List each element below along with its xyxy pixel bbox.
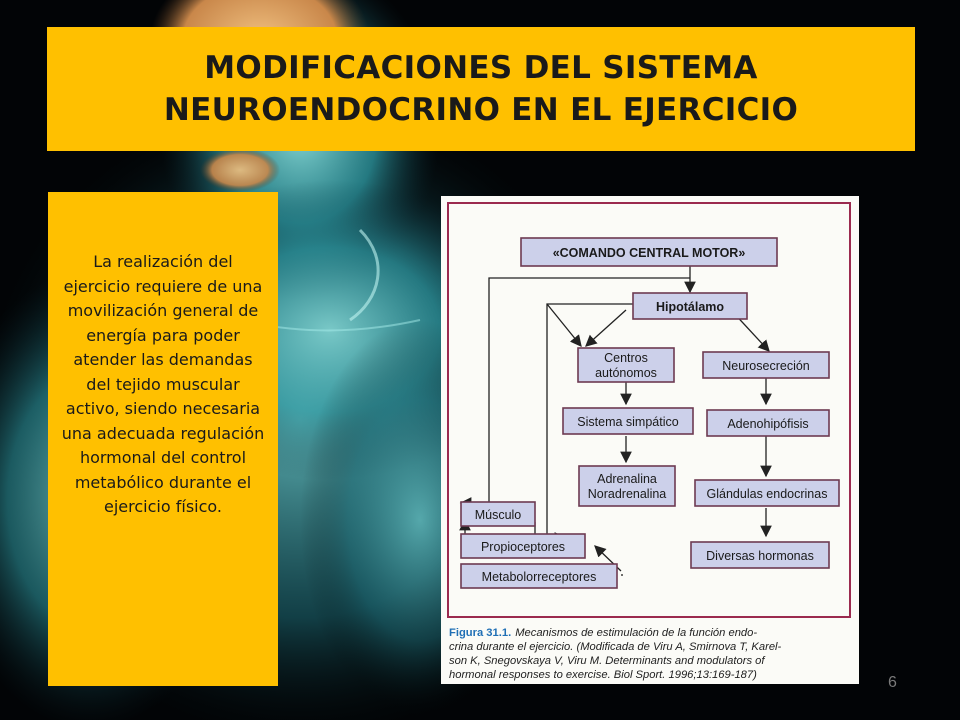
figure-panel: «COMANDO CENTRAL MOTOR» Hipotálamo Centr… [441,196,859,684]
node-glandulas-endocrinas: Glándulas endocrinas [694,479,840,507]
node-sistema-simpatico: Sistema simpático [562,407,694,435]
title-line-1: MODIFICACIONES DEL SISTEMA [204,50,758,86]
figure-frame [447,202,851,618]
figure-caption: Figura 31.1.Mecanismos de estimulación d… [449,626,853,682]
description-panel: La realización del ejercicio requiere de… [48,192,278,686]
node-neurosecrecion: Neurosecreción [702,351,830,379]
caption-line-4: hormonal responses to exercise. Biol Spo… [449,669,757,681]
node-adenohipofisis: Adenohipófisis [706,409,830,437]
caption-line-2: crina durante el ejercicio. (Modificada … [449,641,782,653]
caption-line-3: son K, Snegovskaya V, Viru M. Determinan… [449,655,765,667]
svg-text:Sistema simpático: Sistema simpático [577,415,678,429]
svg-text:Diversas hormonas: Diversas hormonas [706,549,814,563]
flow-diagram: «COMANDO CENTRAL MOTOR» Hipotálamo Centr… [459,237,840,589]
svg-text:Metabolorreceptores: Metabolorreceptores [482,570,597,584]
node-comando: «COMANDO CENTRAL MOTOR» [520,237,778,267]
page-number: 6 [888,674,897,691]
svg-text:«COMANDO CENTRAL MOTOR»: «COMANDO CENTRAL MOTOR» [553,246,746,260]
description-text: La realización del ejercicio requiere de… [61,252,265,516]
node-diversas-hormonas: Diversas hormonas [690,541,830,569]
svg-text:Adenohipófisis: Adenohipófisis [727,417,808,431]
svg-text:Centros: Centros [604,351,648,365]
svg-text:Adrenalina: Adrenalina [597,472,657,486]
title-banner: MODIFICACIONES DEL SISTEMA NEUROENDOCRIN… [47,27,915,151]
caption-label: Figura 31.1. [449,627,512,639]
svg-text:Neurosecreción: Neurosecreción [722,359,810,373]
svg-text:autónomos: autónomos [595,366,657,380]
svg-text:Propioceptores: Propioceptores [481,540,565,554]
svg-text:Hipotálamo: Hipotálamo [656,300,724,314]
node-metabolorreceptores: Metabolorreceptores [460,563,618,589]
slide-title: MODIFICACIONES DEL SISTEMA NEUROENDOCRIN… [164,47,798,131]
node-propioceptores: Propioceptores [460,533,586,559]
node-musculo: Músculo [460,501,536,527]
node-centros-autonomos: Centros autónomos [577,347,675,383]
svg-text:Noradrenalina: Noradrenalina [588,487,667,501]
node-adrenalina: Adrenalina Noradrenalina [578,465,676,507]
svg-text:Glándulas endocrinas: Glándulas endocrinas [707,487,828,501]
title-line-2: NEUROENDOCRINO EN EL EJERCICIO [163,92,799,128]
node-hipotalamo: Hipotálamo [632,292,748,320]
svg-text:Músculo: Músculo [475,508,522,522]
caption-line-1: Mecanismos de estimulación de la función… [515,627,758,639]
